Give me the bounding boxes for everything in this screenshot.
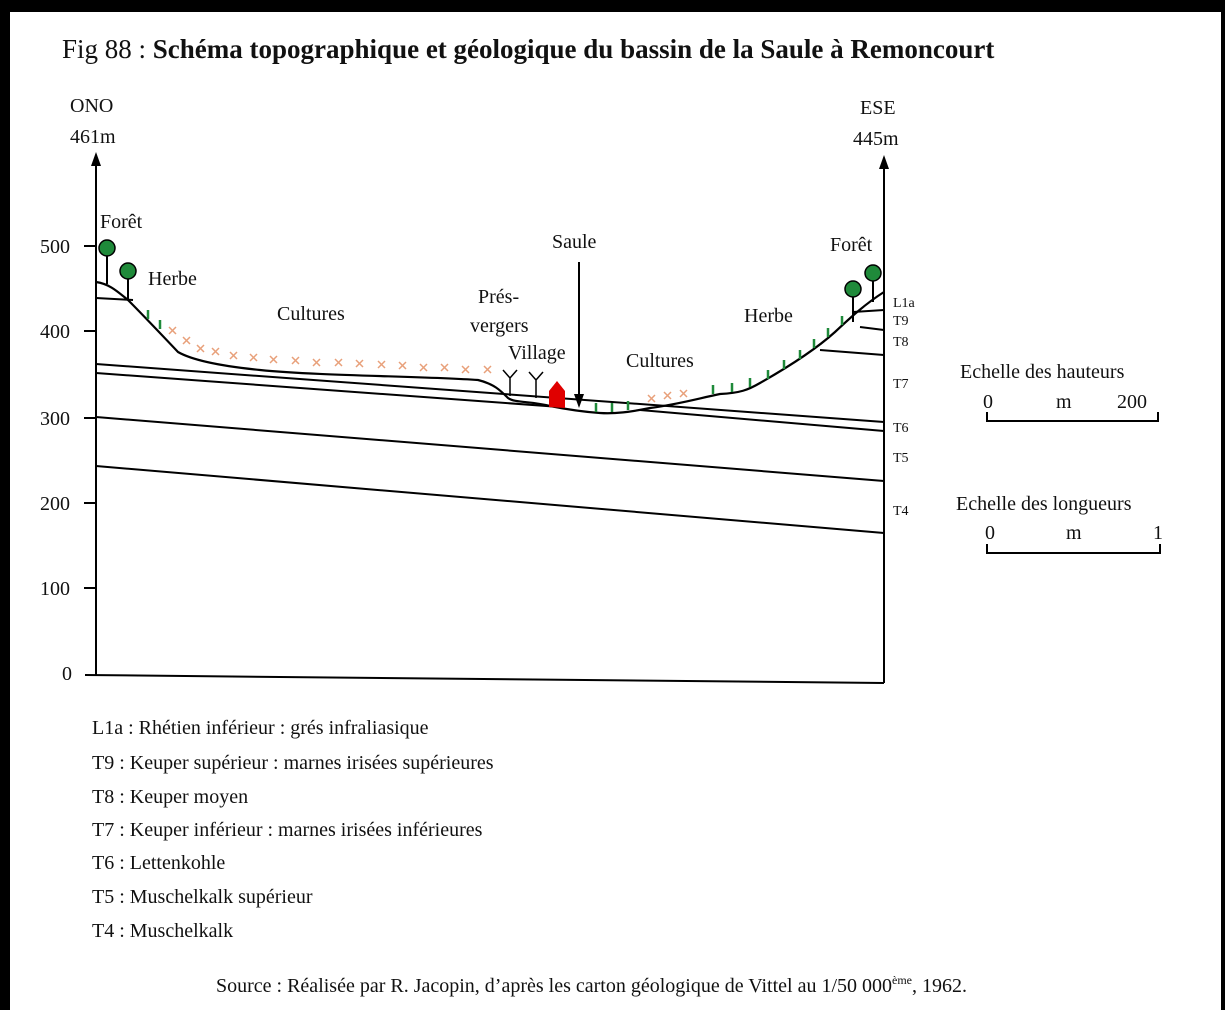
crop-marks	[168, 326, 688, 403]
length-scale-title: Echelle des longueurs	[956, 493, 1132, 515]
crop-mark	[312, 358, 321, 367]
length-scale-unit: m	[1066, 522, 1082, 544]
t7-base-left	[95, 372, 561, 408]
t6-base-line	[95, 416, 885, 482]
layer-code: T9	[893, 314, 909, 329]
label-pres-line1: Prés-	[478, 286, 519, 308]
legend-item: T5 : Muschelkalk supérieur	[92, 886, 313, 908]
tree-icon	[98, 239, 116, 284]
crop-mark	[334, 358, 343, 367]
crop-mark	[398, 361, 407, 370]
trees	[98, 239, 882, 322]
crop-mark	[440, 363, 449, 372]
layer-code: T5	[893, 451, 909, 466]
label-foret-left: Forêt	[100, 211, 143, 233]
crop-mark	[249, 353, 258, 362]
river-arrow-head	[574, 394, 584, 408]
layer-code: T4	[893, 504, 909, 519]
axes	[84, 165, 885, 684]
y-tick-label: 400	[40, 321, 70, 343]
label-village: Village	[508, 342, 566, 364]
height-scale-start: 0	[983, 391, 993, 413]
grass-marks	[146, 310, 844, 412]
baseline-line	[84, 674, 885, 684]
crop-mark	[663, 391, 672, 400]
label-pres-line2: vergers	[470, 315, 529, 337]
t5-base-line	[95, 465, 885, 534]
layer-code: T6	[893, 421, 909, 436]
crop-mark	[182, 336, 191, 345]
crop-mark	[291, 356, 300, 365]
height-scale-title: Echelle des hauteurs	[960, 361, 1125, 383]
y-tick-label: 200	[40, 493, 70, 515]
legend-item: T7 : Keuper inférieur : marnes irisées i…	[92, 819, 483, 841]
left-axis-arrow	[91, 152, 101, 166]
orchard-symbols	[502, 369, 544, 398]
legend-item: T8 : Keuper moyen	[92, 786, 248, 808]
figure-title: Fig 88 : Schéma topographique et géologi…	[62, 34, 994, 64]
height-scale-end: 200	[1117, 391, 1147, 413]
t7-base-right	[639, 409, 885, 432]
layer-code: T8	[893, 335, 909, 350]
crop-mark	[269, 355, 278, 364]
topographic-surface	[95, 280, 885, 415]
label-foret-right: Forêt	[830, 234, 873, 256]
tree-icon	[119, 262, 137, 300]
right-axis-arrow	[879, 155, 889, 169]
legend-item: T4 : Muschelkalk	[92, 920, 233, 942]
height-scale-bar	[986, 412, 1159, 422]
length-scale-bar	[986, 544, 1161, 554]
label-herbe-left: Herbe	[148, 268, 197, 290]
layer-code: L1a	[893, 296, 916, 311]
label-cultures-left: Cultures	[277, 303, 345, 325]
t8-base-right	[819, 349, 885, 356]
label-saule: Saule	[552, 231, 597, 253]
tree-icon	[864, 264, 882, 302]
orchard-icon	[528, 371, 544, 398]
crop-mark	[679, 389, 688, 398]
right-altitude-label: 445m	[853, 128, 899, 150]
crop-mark	[196, 344, 205, 353]
left-direction-label: ONO	[70, 95, 113, 117]
orchard-icon	[502, 369, 518, 396]
legend-item: T9 : Keuper supérieur : marnes irisées s…	[92, 752, 494, 774]
t9-base-right	[859, 326, 885, 331]
length-scale-end: 1	[1153, 522, 1163, 544]
y-tick-label: 0	[62, 663, 72, 685]
village-house-icon	[549, 381, 565, 408]
crop-mark	[461, 365, 470, 374]
left-altitude-label: 461m	[70, 126, 116, 148]
legend-item: T6 : Lettenkohle	[92, 852, 225, 874]
label-cultures-right: Cultures	[626, 350, 694, 372]
label-herbe-right: Herbe	[744, 305, 793, 327]
y-tick-label: 500	[40, 236, 70, 258]
crop-mark	[168, 326, 177, 335]
crop-mark	[211, 347, 220, 356]
crop-mark	[355, 359, 364, 368]
crop-mark	[229, 351, 238, 360]
crop-mark	[419, 363, 428, 372]
tree-icon	[844, 280, 862, 322]
length-scale-start: 0	[985, 522, 995, 544]
layer-code: T7	[893, 377, 909, 392]
right-direction-label: ESE	[860, 97, 896, 119]
source-note: Source : Réalisée par R. Jacopin, d’aprè…	[216, 973, 967, 997]
y-tick-label: 100	[40, 578, 70, 600]
crop-mark	[647, 394, 656, 403]
y-tick-label: 300	[40, 408, 70, 430]
layer-boundaries	[95, 297, 885, 534]
crop-mark	[377, 360, 386, 369]
height-scale-unit: m	[1056, 391, 1072, 413]
legend: L1a : Rhétien inférieur : grés infralias…	[92, 717, 494, 942]
t7-top-line	[95, 363, 885, 423]
legend-item: L1a : Rhétien inférieur : grés infralias…	[92, 717, 429, 739]
crop-mark	[483, 365, 492, 374]
